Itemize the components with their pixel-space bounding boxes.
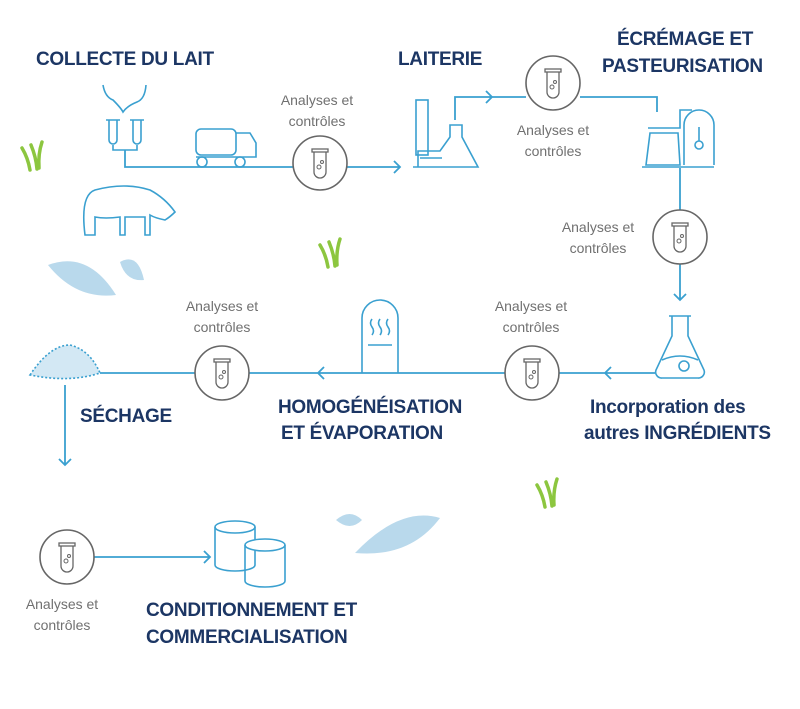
flow-lines <box>58 90 687 564</box>
grass-icon <box>20 140 44 172</box>
step-incorporation-title-1: Incorporation des <box>590 397 746 418</box>
test-tube-icon <box>652 209 708 265</box>
step-homogeneisation-title-1: HOMOGÉNÉISATION <box>278 397 463 418</box>
test-tube-icon <box>525 55 581 111</box>
powder-pile-icon <box>28 344 102 380</box>
factory-icon <box>413 99 480 168</box>
step-sechage-title: SÉCHAGE <box>80 406 172 427</box>
cow-icon <box>82 185 177 236</box>
test-tube-icon <box>504 345 560 401</box>
analyses-line2: contrôles <box>524 143 582 159</box>
analyses-line1: Analyses et <box>185 298 259 314</box>
udder-icon <box>102 84 147 114</box>
analyses-line1: Analyses et <box>561 219 635 235</box>
analyses-label: Analyses et contrôles <box>543 217 653 259</box>
analyses-line1: Analyses et <box>494 298 568 314</box>
step-ecremage-title-2: PASTEURISATION <box>602 56 763 77</box>
grass-icon <box>535 477 559 509</box>
analyses-line2: contrôles <box>502 319 560 335</box>
analyses-line1: Analyses et <box>280 92 354 108</box>
analyses-line2: contrôles <box>288 113 346 129</box>
flask-icon <box>654 315 706 379</box>
milk-bottles-icon <box>106 119 144 151</box>
analyses-label: Analyses et contrôles <box>498 120 608 162</box>
illustrations <box>28 84 715 588</box>
step-conditionnement-title-1: CONDITIONNEMENT ET <box>146 600 357 621</box>
milk-truck-icon <box>195 128 257 168</box>
analyses-label: Analyses et contrôles <box>7 594 117 636</box>
analyses-line1: Analyses et <box>516 122 590 138</box>
analyses-line2: contrôles <box>193 319 251 335</box>
pasteurizer-icon <box>642 109 715 168</box>
step-collecte-title: COLLECTE DU LAIT <box>36 49 214 70</box>
step-ecremage-title-1: ÉCRÉMAGE ET <box>616 29 754 50</box>
grass-icon <box>318 237 342 269</box>
step-conditionnement-title-2: COMMERCIALISATION <box>146 627 348 648</box>
analyses-label: Analyses et contrôles <box>167 296 277 338</box>
test-tube-icon <box>39 529 95 585</box>
analyses-label: Analyses et contrôles <box>476 296 586 338</box>
analyses-label: Analyses et contrôles <box>262 90 372 132</box>
milk-drops <box>48 259 440 554</box>
analyses-line2: contrôles <box>33 617 91 633</box>
step-incorporation-title-2: autres INGRÉDIENTS <box>584 423 771 444</box>
analyses-line1: Analyses et <box>25 596 99 612</box>
step-laiterie-title: LAITERIE <box>398 49 483 70</box>
step-homogeneisation-title-2: ET ÉVAPORATION <box>281 423 443 444</box>
test-tube-icon <box>292 135 348 191</box>
test-tube-icon <box>194 345 250 401</box>
homogenizer-icon <box>361 299 399 373</box>
analyses-line2: contrôles <box>569 240 627 256</box>
cans-icon <box>214 520 286 588</box>
